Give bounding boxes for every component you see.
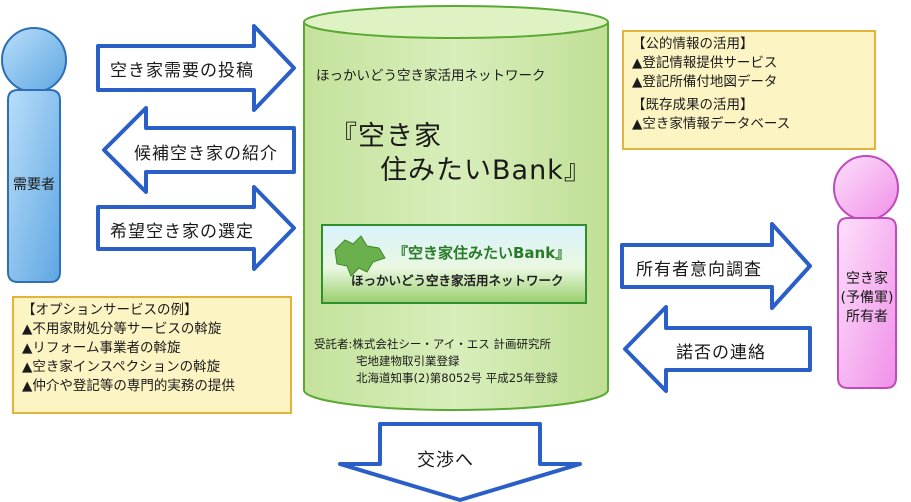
bank-title-line2: 住みたいBank』 [380, 155, 592, 186]
note-options-line-4: ▲空き家インスペクションの斡旋 [22, 359, 221, 375]
owner-line-1: 空き家 [846, 271, 888, 287]
note-public-line-3: ▲登記所備付地図データ [632, 74, 778, 90]
arrow-reply-label: 諾否の連絡 [676, 343, 766, 363]
arrow-owner-survey-label: 所有者意向調査 [636, 260, 762, 280]
note-option-services: 【オプションサービスの例】 ▲不用家財処分等サービスの斡旋 ▲リフォーム事業者の… [12, 296, 292, 414]
note-public-line-2: ▲登記情報提供サービス [632, 55, 778, 71]
note-options-line-1: 【オプションサービスの例】 [22, 302, 198, 318]
network-name: ほっかいどう空き家活用ネットワーク [316, 68, 546, 84]
note-public-info: 【公的情報の活用】 ▲登記情報提供サービス ▲登記所備付地図データ 【既存成果の… [622, 30, 876, 150]
arrow-post-demand-label: 空き家需要の投稿 [110, 61, 254, 81]
demand-person-label: 需要者 [13, 177, 55, 193]
hokkaido-map-icon [334, 235, 386, 277]
bank-title-line1: 『空き家 [330, 121, 442, 152]
note-public-line-5: ▲空き家情報データベース [632, 116, 791, 132]
arrow-select-desired [96, 185, 296, 271]
demand-person [1, 27, 67, 283]
arrow-post-demand [96, 24, 296, 112]
consignee-label: 受託者:株式会社シー・アイ・エス 計画研究所 [314, 337, 551, 351]
arrow-introduce-candidates-label: 候補空き家の紹介 [134, 144, 278, 164]
arrow-select-desired-label: 希望空き家の選定 [110, 222, 254, 242]
consignee-license: 宅地建物取引業登録 [356, 354, 460, 368]
note-public-line-1: 【公的情報の活用】 [632, 36, 754, 52]
arrow-introduce-candidates [102, 106, 296, 194]
owner-person-label: 空き家 (予備軍) 所有者 [836, 270, 898, 327]
owner-line-3: 所有者 [846, 309, 888, 325]
arrow-reply [623, 305, 812, 393]
arrow-to-negotiation [338, 422, 582, 502]
note-options-line-5: ▲仲介や登記等の専門的実務の提供 [22, 378, 235, 394]
consignee-registration: 北海道知事(2)第8052号 平成25年登録 [356, 371, 558, 385]
owner-person [833, 155, 899, 389]
owner-line-2: (予備軍) [840, 290, 894, 306]
arrow-to-negotiation-label: 交渉へ [417, 450, 474, 471]
note-options-line-2: ▲不用家財処分等サービスの斡旋 [22, 321, 222, 337]
arrow-owner-survey [620, 222, 812, 310]
banner-subtitle: ほっかいどう空き家活用ネットワーク [351, 273, 564, 288]
note-options-line-3: ▲リフォーム事業者の斡旋 [22, 340, 181, 356]
note-public-line-4: 【既存成果の活用】 [632, 97, 754, 113]
banner-title: 『空き家住みたいBank』 [393, 244, 571, 262]
bank-banner: 『空き家住みたいBank』 ほっかいどう空き家活用ネットワーク [321, 224, 587, 304]
bank-cylinder [303, 5, 609, 411]
